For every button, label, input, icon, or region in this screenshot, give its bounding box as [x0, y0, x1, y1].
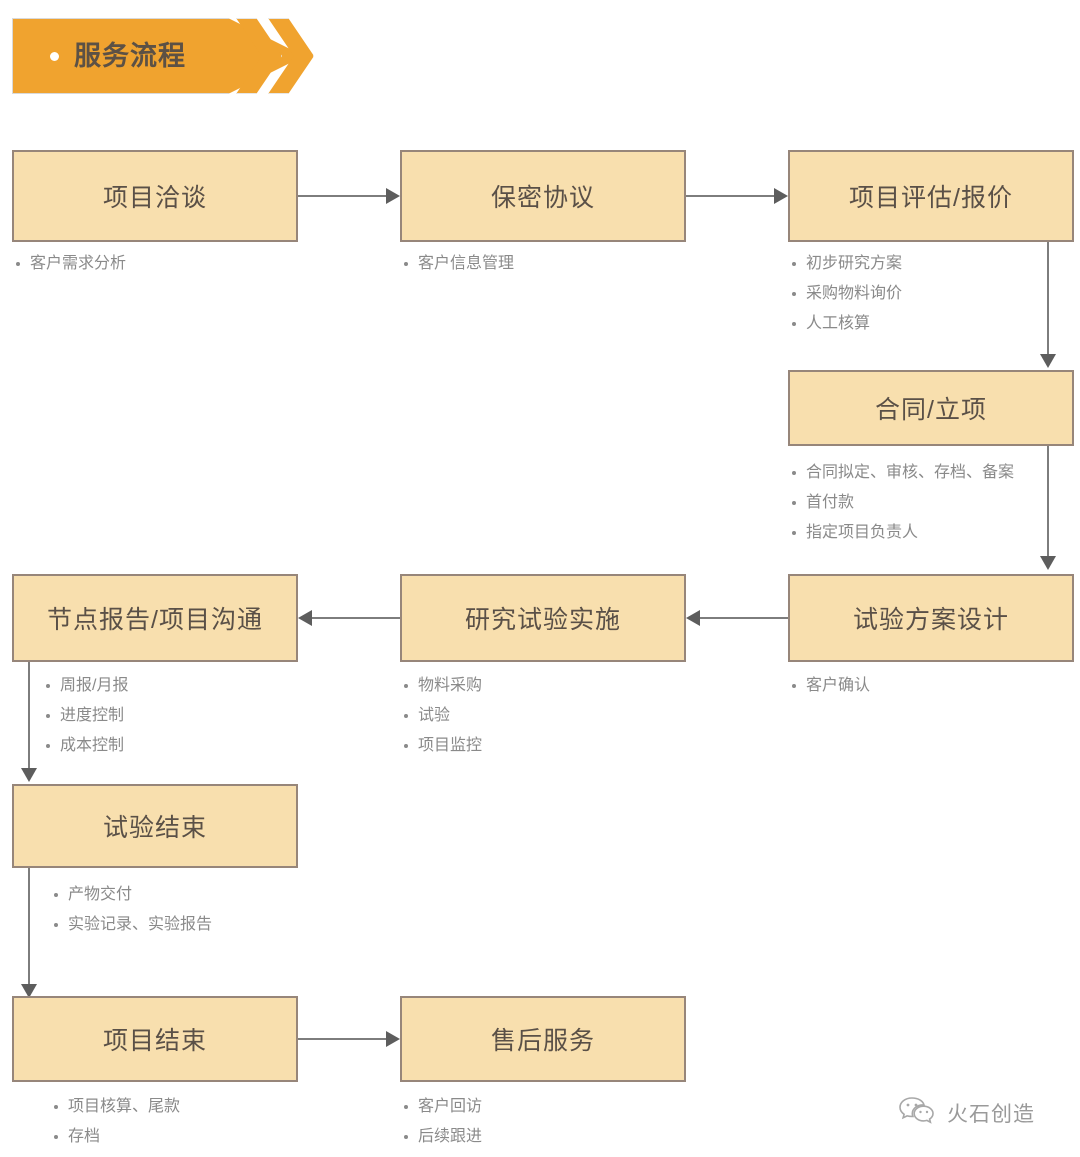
list-item: 实验记录、实验报告 [52, 910, 212, 940]
node-label: 研究试验实施 [464, 606, 621, 634]
process-node-experiment-plan-design[interactable]: 试验方案设计 [788, 574, 1074, 662]
list-item: 客户回访 [402, 1092, 482, 1122]
list-item: 合同拟定、审核、存档、备案 [790, 458, 1014, 488]
process-node-after-sales[interactable]: 售后服务 [400, 996, 686, 1082]
process-node-milestone-report[interactable]: 节点报告/项目沟通 [12, 574, 298, 662]
process-node-nda[interactable]: 保密协议 [400, 150, 686, 242]
list-item: 进度控制 [44, 701, 128, 731]
list-item: 项目核算、尾款 [52, 1092, 180, 1122]
list-item: 客户需求分析 [14, 249, 126, 279]
connector-research-to-milestone [312, 617, 400, 619]
node-label: 节点报告/项目沟通 [47, 606, 263, 634]
process-node-research-execution[interactable]: 研究试验实施 [400, 574, 686, 662]
node-label: 保密协议 [490, 184, 595, 212]
node-bullets-after-sales: 客户回访 后续跟进 [402, 1092, 482, 1152]
node-bullets-evaluation-quote: 初步研究方案 采购物料询价 人工核算 [790, 249, 902, 339]
arrowhead-right-icon [386, 188, 400, 204]
connector-project-end-to-after-sales [298, 1038, 386, 1040]
arrowhead-down-icon [21, 984, 37, 998]
list-item: 周报/月报 [44, 671, 128, 701]
process-node-experiment-end[interactable]: 试验结束 [12, 784, 298, 868]
list-item: 采购物料询价 [790, 279, 902, 309]
node-bullets-nda: 客户信息管理 [402, 249, 514, 279]
process-node-evaluation-quote[interactable]: 项目评估/报价 [788, 150, 1074, 242]
node-label: 试验方案设计 [852, 606, 1009, 634]
list-item: 首付款 [790, 488, 1014, 518]
connector-contract-to-plan-design [1047, 446, 1049, 558]
node-bullets-milestone-report: 周报/月报 进度控制 成本控制 [44, 671, 128, 761]
list-item: 存档 [52, 1122, 180, 1152]
connector-plan-design-to-research [700, 617, 788, 619]
arrowhead-left-icon [686, 610, 700, 626]
wechat-icon [898, 1095, 938, 1130]
node-label: 项目评估/报价 [849, 184, 1013, 212]
list-item: 产物交付 [52, 880, 212, 910]
arrowhead-right-icon [386, 1031, 400, 1047]
list-item: 初步研究方案 [790, 249, 902, 279]
node-label: 项目结束 [102, 1027, 207, 1055]
connector-milestone-to-experiment-end [28, 662, 30, 770]
list-item: 人工核算 [790, 309, 902, 339]
list-item: 客户确认 [790, 671, 870, 701]
list-item: 客户信息管理 [402, 249, 514, 279]
connector-negotiation-to-nda [298, 195, 386, 197]
connector-nda-to-evaluation [686, 195, 774, 197]
brand-name: 火石创造 [947, 1102, 1035, 1126]
list-item: 试验 [402, 701, 482, 731]
node-label: 合同/立项 [875, 396, 987, 424]
node-bullets-research-execution: 物料采购 试验 项目监控 [402, 671, 482, 761]
node-label: 试验结束 [102, 814, 207, 842]
node-label: 项目洽谈 [102, 184, 207, 212]
connector-evaluation-to-contract [1047, 242, 1049, 356]
process-node-contract[interactable]: 合同/立项 [788, 370, 1074, 446]
process-node-project-negotiation[interactable]: 项目洽谈 [12, 150, 298, 242]
node-bullets-experiment-end: 产物交付 实验记录、实验报告 [52, 880, 212, 940]
page-title: 服务流程 [74, 41, 186, 71]
arrowhead-down-icon [1040, 354, 1056, 368]
footer-branding: 火石创造 [898, 1095, 1035, 1130]
node-bullets-contract: 合同拟定、审核、存档、备案 首付款 指定项目负责人 [790, 458, 1014, 548]
list-item: 物料采购 [402, 671, 482, 701]
process-node-project-end[interactable]: 项目结束 [12, 996, 298, 1082]
arrowhead-right-icon [774, 188, 788, 204]
list-item: 项目监控 [402, 731, 482, 761]
list-item: 成本控制 [44, 731, 128, 761]
arrowhead-down-icon [1040, 556, 1056, 570]
arrowhead-left-icon [298, 610, 312, 626]
node-label: 售后服务 [490, 1027, 595, 1055]
node-bullets-project-negotiation: 客户需求分析 [14, 249, 126, 279]
node-bullets-experiment-plan-design: 客户确认 [790, 671, 870, 701]
circle-dot-icon [50, 52, 59, 61]
node-bullets-project-end: 项目核算、尾款 存档 [52, 1092, 180, 1152]
list-item: 后续跟进 [402, 1122, 482, 1152]
connector-experiment-end-to-project-end [28, 868, 30, 986]
arrowhead-down-icon [21, 768, 37, 782]
section-banner: 服务流程 [12, 18, 314, 94]
list-item: 指定项目负责人 [790, 518, 1014, 548]
